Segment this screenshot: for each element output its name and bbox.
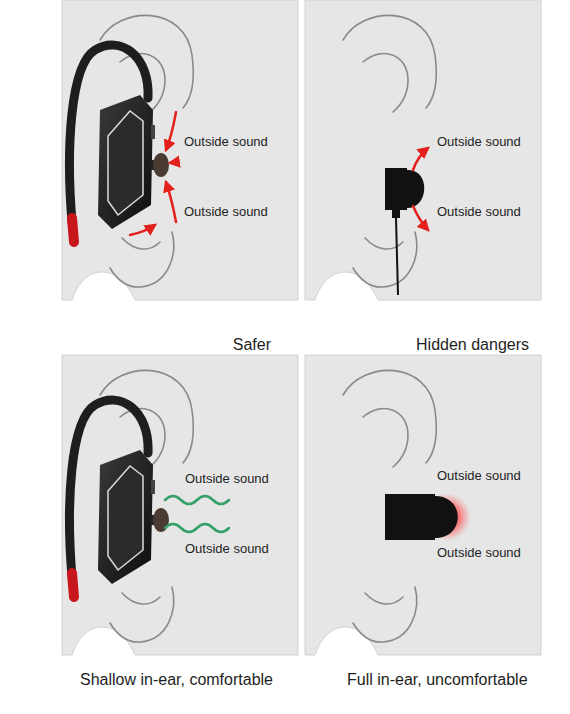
head-panel	[305, 0, 541, 300]
sound-arrow	[166, 112, 176, 150]
ear-outline	[343, 15, 436, 287]
sound-arrow	[170, 162, 177, 163]
sound-wave	[165, 524, 229, 532]
head-panel	[62, 355, 298, 655]
in-ear-earbud	[385, 168, 424, 295]
sound-arrow	[413, 148, 428, 170]
ear-outline	[343, 370, 436, 642]
sound-arrows	[130, 112, 177, 235]
panel-caption: Shallow in-ear, comfortable	[80, 671, 273, 689]
head-panel	[305, 355, 541, 655]
panel-caption: Hidden dangers	[416, 336, 529, 354]
sound-label: Outside sound	[185, 472, 269, 487]
sound-label: Outside sound	[184, 135, 268, 150]
sound-waves	[165, 496, 229, 532]
ear-hook-headset	[70, 45, 169, 242]
ear-hook-headset	[70, 400, 169, 597]
sound-arrow	[413, 206, 428, 230]
sound-label: Outside sound	[437, 469, 521, 484]
sound-label: Outside sound	[437, 135, 521, 150]
sound-arrow	[166, 182, 176, 222]
sound-wave	[165, 496, 229, 504]
sound-label: Outside sound	[437, 205, 521, 220]
full-in-ear-earbud	[385, 493, 471, 541]
panel-caption: Safer	[233, 336, 271, 354]
sound-label: Outside sound	[184, 205, 268, 220]
sound-arrow	[130, 225, 155, 235]
sound-label: Outside sound	[437, 546, 521, 561]
blocked-sound-arrows	[413, 148, 428, 230]
sound-label: Outside sound	[185, 542, 269, 557]
head-panel	[62, 0, 298, 300]
panel-caption: Full in-ear, uncomfortable	[347, 671, 528, 689]
